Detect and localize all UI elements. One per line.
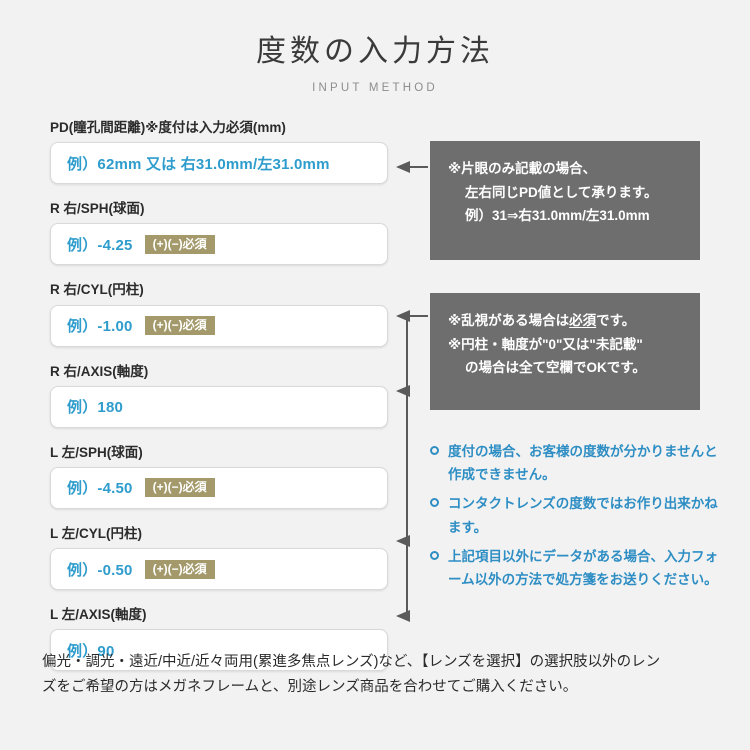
list-item: コンタクトレンズの度数ではお作り出来かねます。 [430,492,720,538]
field-pd: PD(瞳孔間距離)※度付は入力必須(mm) 例）62mm 又は 右31.0mm/… [50,120,388,185]
footer-line-1: 偏光・調光・遠近/中近/近々両用(累進多焦点レンズ)など、【レンズを選択】の選択… [42,654,661,670]
badge-required-r-cyl: (+)(−)必須 [144,316,215,336]
note-cyl-line-2: ※円柱・軸度が"0"又は"未記載" [448,336,643,352]
footer-note: 偏光・調光・遠近/中近/近々両用(累進多焦点レンズ)など、【レンズを選択】の選択… [42,650,712,701]
note-cyl-line-1-prefix: ※乱視がある場合は [448,313,570,328]
field-label-r-cyl: R 右/CYL(円柱) [50,282,144,298]
note-pd-line-1: ※片眼のみ記載の場合、 [448,161,597,176]
field-l-axis: L 左/AXIS(軸度) 例）90 [50,607,388,672]
notice-bullet-list: 度付の場合、お客様の度数が分かりませんと作成できません。 コンタクトレンズの度数… [430,440,720,597]
list-item-text: コンタクトレンズの度数ではお作り出来かねます。 [448,496,718,535]
input-r-axis[interactable]: 例）180 [50,385,388,428]
circle-bullet-icon [430,498,439,508]
field-label-l-axis: L 左/AXIS(軸度) [50,607,147,623]
placeholder-r-sph: 例）-4.25 [67,236,133,254]
list-item: 度付の場合、お客様の度数が分かりませんと作成できません。 [430,440,720,486]
field-r-sph: R 右/SPH(球面) 例）-4.25 (+)(−)必須 [50,201,388,266]
note-pd-line-3: 例）31⇒右31.0mm/左31.0mm [465,208,650,224]
badge-required-r-sph: (+)(−)必須 [144,234,215,254]
page-header: 度数の入力方法 INPUT METHOD [0,34,750,94]
list-item: 上記項目以外にデータがある場合、入力フォーム以外の方法で処方箋をお送りください。 [430,545,720,591]
list-item-text: 度付の場合、お客様の度数が分かりませんと作成できません。 [448,444,718,483]
field-label-l-cyl: L 左/CYL(円柱) [50,525,142,541]
badge-required-l-sph: (+)(−)必須 [144,478,215,498]
field-r-axis: R 右/AXIS(軸度) 例）180 [50,364,388,428]
badge-required-l-cyl: (+)(−)必須 [144,559,215,579]
input-r-sph[interactable]: 例）-4.25 (+)(−)必須 [50,223,388,266]
input-pd[interactable]: 例）62mm 又は 右31.0mm/左31.0mm [50,142,388,185]
note-box-cyl-axis: ※乱視がある場合は必須です。 ※円柱・軸度が"0"又は"未記載" の場合は全て空… [430,293,700,410]
note-cyl-line-3: の場合は全て空欄でOKです。 [465,360,646,376]
placeholder-l-cyl: 例）-0.50 [67,561,133,579]
field-label-r-axis: R 右/AXIS(軸度) [50,363,149,379]
input-l-axis[interactable]: 例）90 [50,629,388,672]
placeholder-l-sph: 例）-4.50 [67,480,133,498]
page-subtitle: INPUT METHOD [312,82,438,94]
footer-line-2: ズをご希望の方はメガネフレームと、別途レンズ商品を合わせてご購入ください。 [42,679,578,696]
prescription-form: PD(瞳孔間距離)※度付は入力必須(mm) 例）62mm 又は 右31.0mm/… [50,120,388,688]
placeholder-pd: 例）62mm 又は 右31.0mm/左31.0mm [67,155,330,173]
placeholder-r-axis: 例）180 [67,399,124,417]
field-label-r-sph: R 右/SPH(球面) [50,201,145,217]
page-title: 度数の入力方法 [256,35,494,68]
input-l-sph[interactable]: 例）-4.50 (+)(−)必須 [50,466,388,509]
field-r-cyl: R 右/CYL(円柱) 例）-1.00 (+)(−)必須 [50,282,388,347]
field-label-pd: PD(瞳孔間距離)※度付は入力必須(mm) [50,120,286,135]
note-cyl-line-1-underlined: 必須 [569,313,597,328]
circle-bullet-icon [430,550,439,560]
circle-bullet-icon [430,446,439,455]
placeholder-l-axis: 例）90 [67,642,115,660]
note-box-pd: ※片眼のみ記載の場合、 左右同じPD値として承ります。 例）31⇒右31.0mm… [430,141,700,260]
field-label-l-sph: L 左/SPH(球面) [50,444,143,460]
placeholder-r-cyl: 例）-1.00 [67,318,133,336]
field-l-cyl: L 左/CYL(円柱) 例）-0.50 (+)(−)必須 [50,525,388,591]
note-pd-line-2: 左右同じPD値として承ります。 [465,184,658,200]
input-l-cyl[interactable]: 例）-0.50 (+)(−)必須 [50,548,388,591]
note-cyl-line-1-suffix: です。 [596,313,636,328]
note-cyl-line-1: ※乱視がある場合は必須です。 [448,309,682,333]
input-r-cyl[interactable]: 例）-1.00 (+)(−)必須 [50,304,388,347]
list-item-text: 上記項目以外にデータがある場合、入力フォーム以外の方法で処方箋をお送りください。 [448,548,718,588]
field-l-sph: L 左/SPH(球面) 例）-4.50 (+)(−)必須 [50,445,388,509]
